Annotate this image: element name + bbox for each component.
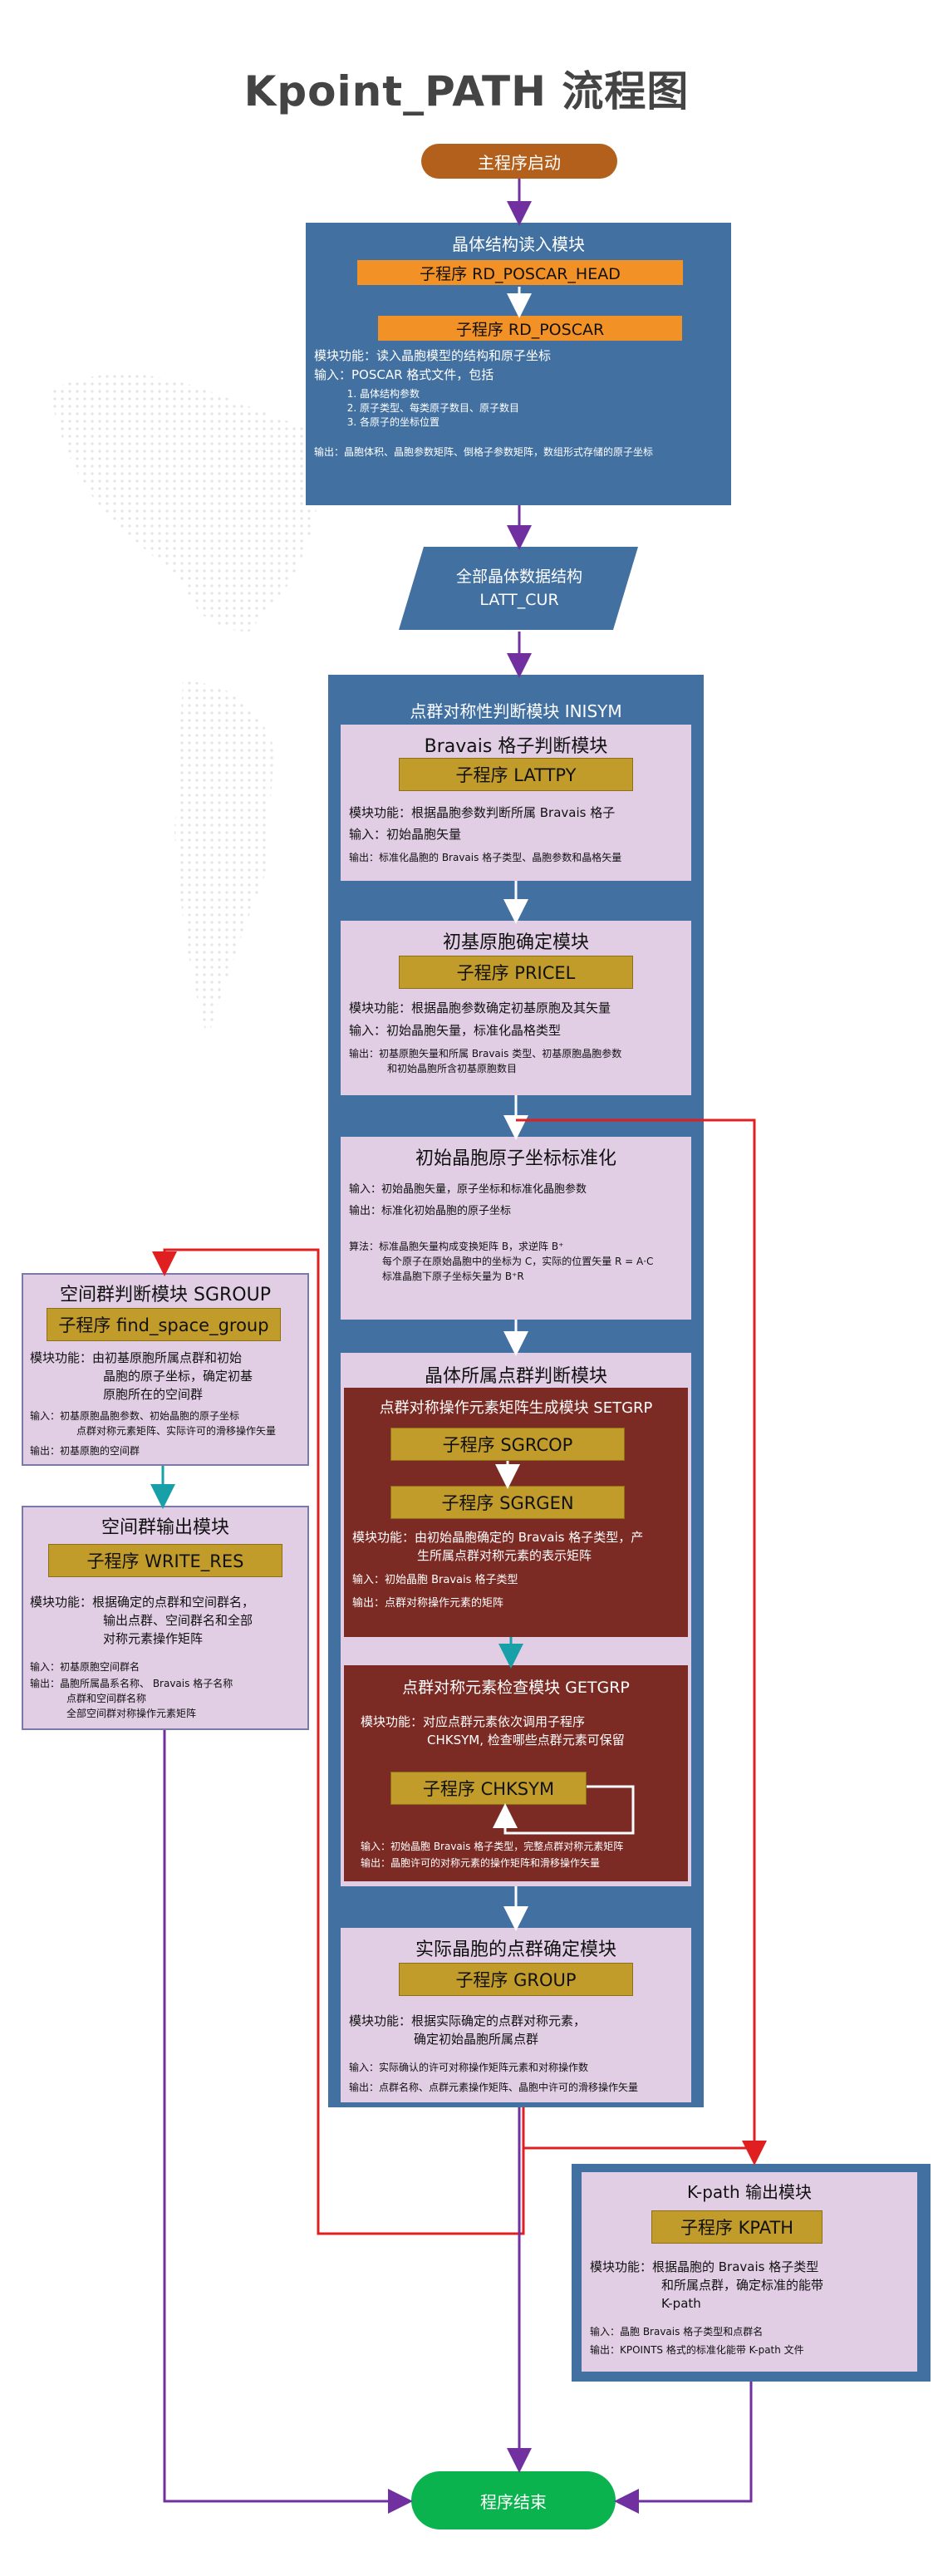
group-module: 实际晶胞的点群确定模块 子程序 GROUP 模块功能：根据实际确定的点群对称元素… (341, 1928, 691, 2102)
getgrp-function-line1: 模块功能：对应点群元素依次调用子程序 (361, 1714, 586, 1729)
sgroup-function-line2: 晶胞的原子坐标，确定初基 (103, 1369, 253, 1384)
write-res-function-line2: 输出点群、空间群名和全部 (103, 1613, 253, 1628)
sub-kpath: 子程序 KPATH (651, 2210, 823, 2244)
getgrp-output: 输出：晶胞许可的对称元素的操作矩阵和滑移操作矢量 (361, 1857, 601, 1869)
primitive-function: 模块功能：根据晶胞参数确定初基原胞及其矢量 (349, 1000, 611, 1015)
setgrp-function-line1: 模块功能：由初始晶胞确定的 Bravais 格子类型，产 (352, 1530, 644, 1545)
sub-find-space-group: 子程序 find_space_group (47, 1308, 281, 1341)
read-module-function: 模块功能：读入晶胞模型的结构和原子坐标 (314, 348, 552, 363)
coord-algo-line3: 标准晶胞下原子坐标矢量为 B⁺R (382, 1271, 524, 1282)
end-terminal: 程序结束 (411, 2471, 616, 2529)
setgrp-output: 输出：点群对称操作元素的矩阵 (352, 1597, 504, 1610)
bravais-input: 输入：初始晶胞矢量 (349, 827, 462, 842)
read-module-output: 输出：晶胞体积、晶胞参数矩阵、倒格子参数矩阵，数组形式存储的原子坐标 (314, 446, 654, 458)
primitive-title: 初基原胞确定模块 (442, 932, 589, 953)
start-terminal: 主程序启动 (421, 144, 617, 179)
list-item: 各原子的坐标位置 (360, 415, 709, 430)
primitive-output-line1: 输出：初基原胞矢量和所属 Bravais 类型、初基原胞晶胞参数 (349, 1048, 622, 1059)
getgrp-function-line2: CHKSYM, 检查哪些点群元素可保留 (427, 1733, 625, 1748)
group-function-line1: 模块功能：根据实际确定的点群对称元素， (349, 2013, 587, 2028)
sub-chksym: 子程序 CHKSYM (390, 1772, 587, 1805)
read-module: 晶体结构读入模块 子程序 RD_POSCAR_HEAD 子程序 RD_POSCA… (306, 223, 731, 505)
pointgroup-title: 晶体所属点群判断模块 (424, 1366, 607, 1387)
sgroup-title: 空间群判断模块 SGROUP (60, 1285, 271, 1305)
group-input: 输入：实际确认的许可对称操作矩阵元素和对称操作数 (349, 2062, 589, 2073)
write-res-function-line1: 模块功能：根据确定的点群和空间群名， (30, 1595, 255, 1610)
coord-algo-line2: 每个原子在原始晶胞中的坐标为 C，实际的位置矢量 R = A·C (382, 1256, 654, 1267)
data-parallelogram-shape (399, 547, 638, 630)
sub-sgrcop: 子程序 SGRCOP (390, 1428, 625, 1461)
sub-lattpy: 子程序 LATTPY (399, 758, 633, 791)
kpath-module: K-path 输出模块 子程序 KPATH 模块功能：根据晶胞的 Bravais… (582, 2172, 917, 2372)
getgrp-input: 输入：初始晶胞 Bravais 格子类型，完整点群对称元素矩阵 (361, 1841, 624, 1852)
kpath-title: K-path 输出模块 (686, 2182, 813, 2202)
coord-output: 输出：标准化初始晶胞的原子坐标 (349, 1205, 512, 1217)
coord-input: 输入：初始晶胞矢量，原子坐标和标准化晶胞参数 (349, 1183, 587, 1196)
list-item: 晶体结构参数 (360, 387, 709, 401)
sub-group: 子程序 GROUP (399, 1963, 633, 1996)
write-res-output-line3: 全部空间群对称操作元素矩阵 (66, 1708, 197, 1719)
page-title: Kpoint_PATH 流程图 (243, 67, 690, 116)
bravais-module: Bravais 格子判断模块 子程序 LATTPY 模块功能：根据晶胞参数判断所… (341, 725, 691, 881)
sub-sgrgen: 子程序 SGRGEN (390, 1486, 625, 1519)
inisym-title: 点群对称性判断模块 INISYM (410, 701, 622, 721)
data-block: 全部晶体数据结构 LATT_CUR (399, 565, 640, 612)
bravais-output: 输出：标准化晶胞的 Bravais 格子类型、晶胞参数和晶格矢量 (349, 852, 622, 863)
read-module-input: 输入：POSCAR 格式文件，包括 (314, 367, 494, 382)
primitive-input: 输入：初始晶胞矢量，标准化晶格类型 (349, 1023, 562, 1038)
primitive-output-line2: 和初始晶胞所含初基原胞数目 (387, 1063, 518, 1074)
getgrp-title: 点群对称元素检查模块 GETGRP (402, 1679, 630, 1697)
write-res-function-line3: 对称元素操作矩阵 (103, 1631, 204, 1646)
getgrp-module: 点群对称元素检查模块 GETGRP 模块功能：对应点群元素依次调用子程序 CHK… (344, 1665, 688, 1881)
sub-write-res: 子程序 WRITE_RES (48, 1544, 282, 1577)
data-block-line1: 全部晶体数据结构 (455, 568, 582, 586)
primitive-module: 初基原胞确定模块 子程序 PRICEL 模块功能：根据晶胞参数确定初基原胞及其矢… (341, 921, 691, 1095)
sgroup-input-line2: 点群对称元素矩阵、实际许可的滑移操作矢量 (76, 1425, 277, 1437)
data-block-line2: LATT_CUR (479, 591, 559, 609)
setgrp-module: 点群对称操作元素矩阵生成模块 SETGRP 子程序 SGRCOP 子程序 SGR… (344, 1388, 688, 1637)
sgroup-module: 空间群判断模块 SGROUP 子程序 find_space_group 模块功能… (22, 1273, 309, 1466)
sgroup-function-line3: 原胞所在的空间群 (103, 1387, 204, 1402)
bravais-function: 模块功能：根据晶胞参数判断所属 Bravais 格子 (349, 805, 616, 820)
setgrp-input: 输入：初始晶胞 Bravais 格子类型 (352, 1574, 518, 1586)
kpath-output: 输出：KPOINTS 格式的标准化能带 K-path 文件 (590, 2344, 804, 2356)
coord-title: 初始晶胞原子坐标标准化 (415, 1148, 616, 1169)
sgroup-output: 输出：初基原胞的空间群 (30, 1445, 140, 1457)
coord-module: 初始晶胞原子坐标标准化 输入：初始晶胞矢量，原子坐标和标准化晶胞参数 输出：标准… (341, 1137, 691, 1320)
write-res-output-line2: 点群和空间群名称 (66, 1693, 147, 1704)
sub-rd-poscar: 子程序 RD_POSCAR (378, 316, 682, 341)
setgrp-title: 点群对称操作元素矩阵生成模块 SETGRP (379, 1399, 653, 1417)
write-res-module: 空间群输出模块 子程序 WRITE_RES 模块功能：根据确定的点群和空间群名，… (22, 1506, 309, 1730)
list-item: 原子类型、每类原子数目、原子数目 (360, 401, 709, 415)
sgroup-input-line1: 输入：初基原胞晶胞参数、初始晶胞的原子坐标 (30, 1410, 240, 1422)
sub-pricel: 子程序 PRICEL (399, 956, 633, 989)
write-res-title: 空间群输出模块 (101, 1517, 229, 1538)
read-module-title: 晶体结构读入模块 (452, 234, 585, 254)
kpath-input: 输入：晶胞 Bravais 格子类型和点群名 (590, 2326, 764, 2338)
group-function-line2: 确定初始晶胞所属点群 (414, 2032, 539, 2047)
group-output: 输出：点群名称、点群元素操作矩阵、晶胞中许可的滑移操作矢量 (349, 2082, 639, 2093)
bravais-title: Bravais 格子判断模块 (424, 736, 608, 757)
kpath-function-line3: K-path (661, 2296, 701, 2311)
kpath-function-line1: 模块功能：根据晶胞的 Bravais 格子类型 (590, 2259, 819, 2274)
setgrp-function-line2: 生所属点群对称元素的表示矩阵 (417, 1548, 592, 1563)
write-res-output-line1: 输出：晶胞所属晶系名称、 Bravais 格子名称 (30, 1678, 233, 1689)
group-title: 实际晶胞的点群确定模块 (415, 1939, 616, 1960)
read-module-input-list: 晶体结构参数 原子类型、每类原子数目、原子数目 各原子的坐标位置 (327, 387, 709, 430)
write-res-input: 输入：初基原胞空间群名 (30, 1661, 140, 1673)
kpath-function-line2: 和所属点群，确定标准的能带 (661, 2278, 824, 2293)
coord-algo-line1: 算法：标准晶胞矢量构成变换矩阵 B，求逆阵 B⁺ (349, 1241, 564, 1252)
sub-rd-poscar-head: 子程序 RD_POSCAR_HEAD (357, 260, 683, 285)
sgroup-function-line1: 模块功能：由初基原胞所属点群和初始 (30, 1350, 243, 1365)
